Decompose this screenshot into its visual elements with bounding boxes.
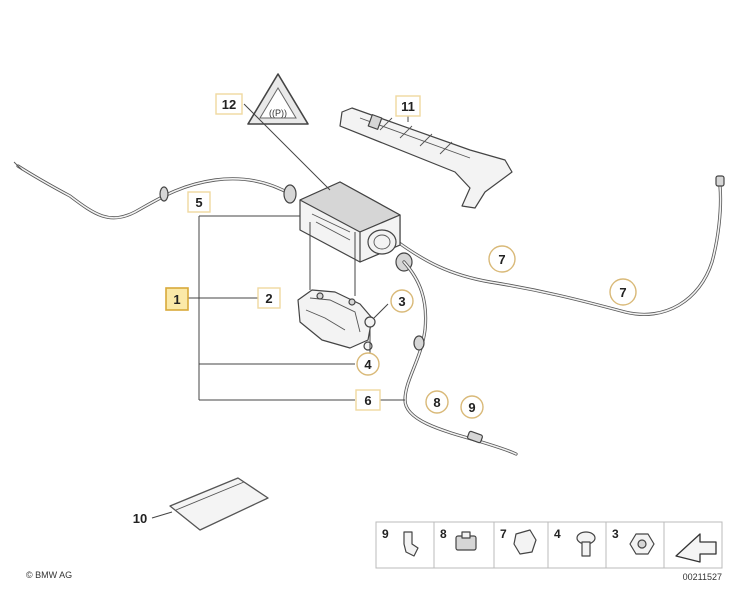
svg-text:((P)): ((P)) (269, 108, 287, 118)
assembly-bracket-lines (188, 103, 409, 401)
lower-cable (402, 260, 518, 456)
screw-shank (581, 541, 591, 557)
callout-4: 4 (356, 352, 380, 376)
brake-actuator-unit (299, 181, 401, 263)
svg-text:11: 11 (401, 99, 415, 114)
cable-end-fitting (715, 175, 725, 187)
release-lever-part (339, 107, 513, 209)
mounting-bracket (297, 289, 373, 349)
diagram-id-text: 00211527 (683, 572, 722, 582)
svg-text:1: 1 (173, 292, 180, 307)
svg-text:4: 4 (554, 527, 561, 541)
callout-10: 10 (133, 511, 147, 526)
fastener-legend: 9 8 7 4 3 (375, 521, 723, 569)
svg-text:3: 3 (398, 294, 405, 309)
svg-text:7: 7 (500, 527, 507, 541)
callout-7-right: 7 (609, 278, 637, 306)
cable-grommet (159, 186, 169, 202)
svg-text:8: 8 (440, 527, 447, 541)
callout-12: 12 (215, 93, 243, 115)
svg-text:8: 8 (433, 395, 440, 410)
svg-text:4: 4 (364, 357, 372, 372)
warning-triangle-part: ((P)) (247, 73, 309, 125)
callout-1: 1 (165, 287, 189, 311)
fastener-nut (363, 316, 376, 351)
legend-cell-4 (547, 521, 607, 569)
cable-grommet (283, 184, 297, 204)
copyright-text: © BMW AG (26, 570, 72, 580)
svg-text:9: 9 (468, 400, 475, 415)
svg-text:12: 12 (222, 97, 236, 112)
cable-grommet (413, 335, 425, 351)
left-cable (13, 161, 297, 220)
callout-3: 3 (390, 289, 414, 313)
callout-9: 9 (460, 395, 484, 419)
callout-6: 6 (355, 389, 381, 411)
cable-clip (467, 430, 483, 444)
holder-top (461, 531, 471, 539)
svg-text:7: 7 (498, 252, 505, 267)
cable-clip-icon (513, 529, 537, 555)
callout-5: 5 (187, 191, 211, 213)
callout-7-upper: 7 (488, 245, 516, 273)
grease-pouch-part (151, 477, 269, 531)
callout-8: 8 (425, 390, 449, 414)
right-cable (393, 175, 725, 317)
callout-11: 11 (395, 95, 421, 117)
svg-text:7: 7 (619, 285, 626, 300)
direction-arrow-icon (675, 533, 717, 563)
svg-text:10: 10 (133, 511, 147, 526)
diagram-id-footer: 00211527 (683, 572, 722, 582)
svg-text:9: 9 (382, 527, 389, 541)
svg-text:6: 6 (364, 393, 371, 408)
svg-text:5: 5 (195, 195, 202, 210)
svg-text:2: 2 (265, 291, 272, 306)
callout-2: 2 (257, 287, 281, 309)
copyright-footer: © BMW AG (26, 570, 72, 580)
svg-text:3: 3 (612, 527, 619, 541)
clip-icon (403, 531, 419, 557)
